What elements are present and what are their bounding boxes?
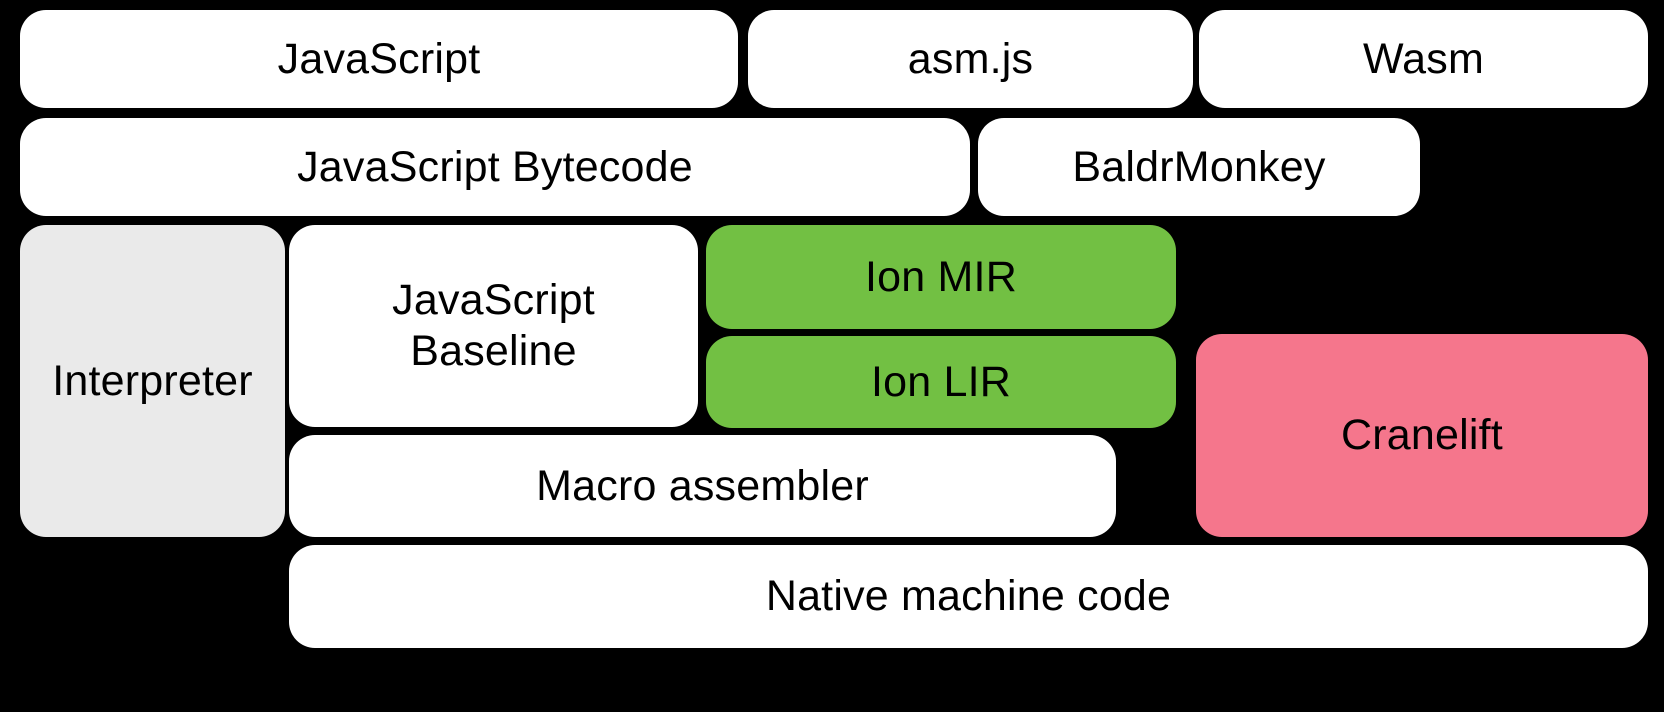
node-javascript: JavaScript — [20, 10, 738, 108]
node-asm-js: asm.js — [748, 10, 1193, 108]
node-ion-mir: Ion MIR — [706, 225, 1176, 329]
node-interpreter: Interpreter — [20, 225, 285, 537]
node-javascript-baseline: JavaScript Baseline — [289, 225, 698, 427]
node-ion-lir: Ion LIR — [706, 336, 1176, 428]
node-macro-assembler: Macro assembler — [289, 435, 1116, 537]
node-baldrmonkey: BaldrMonkey — [978, 118, 1420, 216]
node-javascript-bytecode: JavaScript Bytecode — [20, 118, 970, 216]
node-cranelift: Cranelift — [1196, 334, 1648, 537]
node-native-machine-code: Native machine code — [289, 545, 1648, 648]
node-wasm: Wasm — [1199, 10, 1648, 108]
